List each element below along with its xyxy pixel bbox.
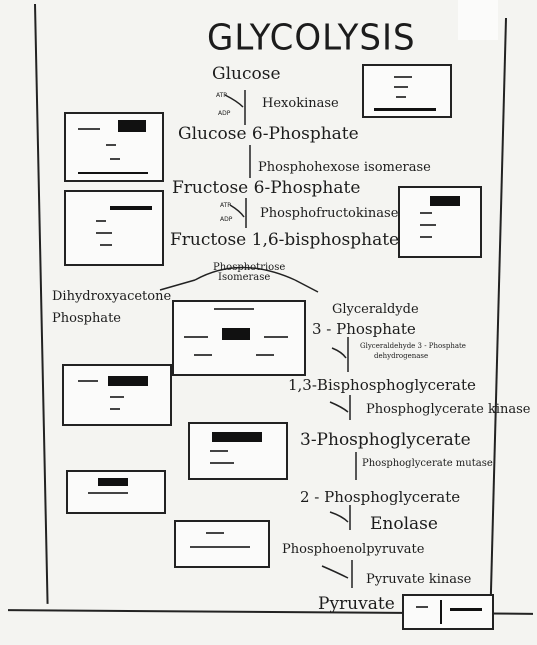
metabolite-f6p: Fructose 6-Phosphate	[172, 178, 361, 198]
metabolite-g6p: Glucose 6-Phosphate	[178, 124, 359, 144]
structure-box-g6p	[64, 112, 164, 182]
enzyme-isomerase: Phosphohexose isomerase	[258, 160, 431, 175]
metabolite-g3p-line2: 3 - Phosphate	[312, 320, 416, 338]
enzyme-enolase: Enolase	[370, 514, 438, 534]
metabolite-3pg: 3-Phosphoglycerate	[300, 430, 471, 450]
cofactor-adp-2: ADP	[220, 216, 233, 223]
metabolite-dhap: Dihydroxyacetone Phosphate	[52, 289, 172, 326]
cofactor-atp: ATP	[216, 92, 227, 99]
enzyme-aldolase-line2: Isomerase	[218, 272, 271, 283]
structure-box-pyruvate	[402, 594, 494, 630]
arrow-to-dhap	[159, 279, 196, 291]
aldolase-curve	[194, 266, 296, 281]
atp-curve-2	[229, 204, 245, 218]
atp-curve-1	[224, 94, 244, 108]
enzyme-g3pdh-line2: dehydrogenase	[374, 352, 429, 360]
cofactor-adp: ADP	[218, 110, 231, 117]
structure-box-2pg	[66, 470, 166, 514]
enzyme-pk: Pyruvate kinase	[366, 572, 472, 587]
enzyme-pfk: Phosphofructokinase	[260, 206, 399, 221]
cofactor-atp-2: ATP	[220, 202, 231, 209]
structure-box-3pg	[188, 422, 288, 480]
metabolite-glucose: Glucose	[212, 64, 281, 84]
structure-box-hexokinase	[362, 64, 452, 118]
enzyme-pgk: Phosphoglycerate kinase	[366, 402, 531, 417]
metabolite-bpg: 1,3-Bisphosphoglycerate	[288, 376, 476, 394]
poster-corner	[458, 0, 498, 40]
structure-box-bpg	[62, 364, 172, 426]
enzyme-pgm: Phosphoglycerate mutase	[362, 458, 493, 469]
structure-box-pep	[174, 520, 270, 568]
structure-box-aldolase	[172, 300, 306, 376]
metabolite-2pg: 2 - Phosphoglycerate	[300, 488, 461, 506]
enzyme-aldolase-line1: Phosphotriose	[213, 262, 286, 273]
metabolite-g3p-line1: Glyceraldyde	[332, 302, 419, 317]
metabolite-pep: Phosphoenolpyruvate	[282, 542, 425, 557]
arrow-to-g3p	[294, 279, 319, 293]
structure-box-f6p	[64, 190, 164, 266]
enzyme-hexokinase: Hexokinase	[262, 96, 339, 111]
diagram-title: GLYCOLYSIS	[207, 17, 416, 59]
enzyme-g3pdh-line1: Glyceraldehyde 3 - Phosphate	[360, 342, 466, 350]
metabolite-f16bp: Fructose 1,6-bisphosphate	[170, 230, 400, 250]
structure-box-pfk	[398, 186, 482, 258]
metabolite-pyruvate: Pyruvate	[318, 594, 395, 614]
